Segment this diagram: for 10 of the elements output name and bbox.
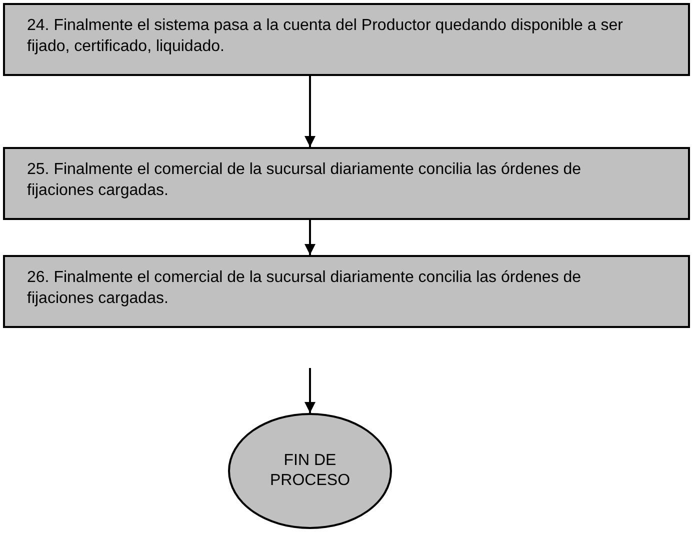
- process-box: [3, 3, 690, 76]
- arrow: [304, 220, 316, 255]
- step-text: 26. Finalmente el comercial de la sucursal diariamente concilia las órdenes de fijaciones cargadas.: [27, 268, 582, 309]
- end-label: FIN DE PROCESO: [270, 451, 350, 491]
- process-box: [3, 255, 690, 328]
- step-text: 24. Finalmente el sistema pasa a la cuenta del Productor quedando disponible a ser fijado, certificado, liquidado.: [27, 16, 624, 57]
- arrow: [304, 368, 316, 413]
- step-text: 25. Finalmente el comercial de la sucursal diariamente concilia las órdenes de fijaciones cargadas.: [27, 160, 582, 201]
- process-box: [3, 147, 690, 220]
- arrow: [304, 76, 316, 147]
